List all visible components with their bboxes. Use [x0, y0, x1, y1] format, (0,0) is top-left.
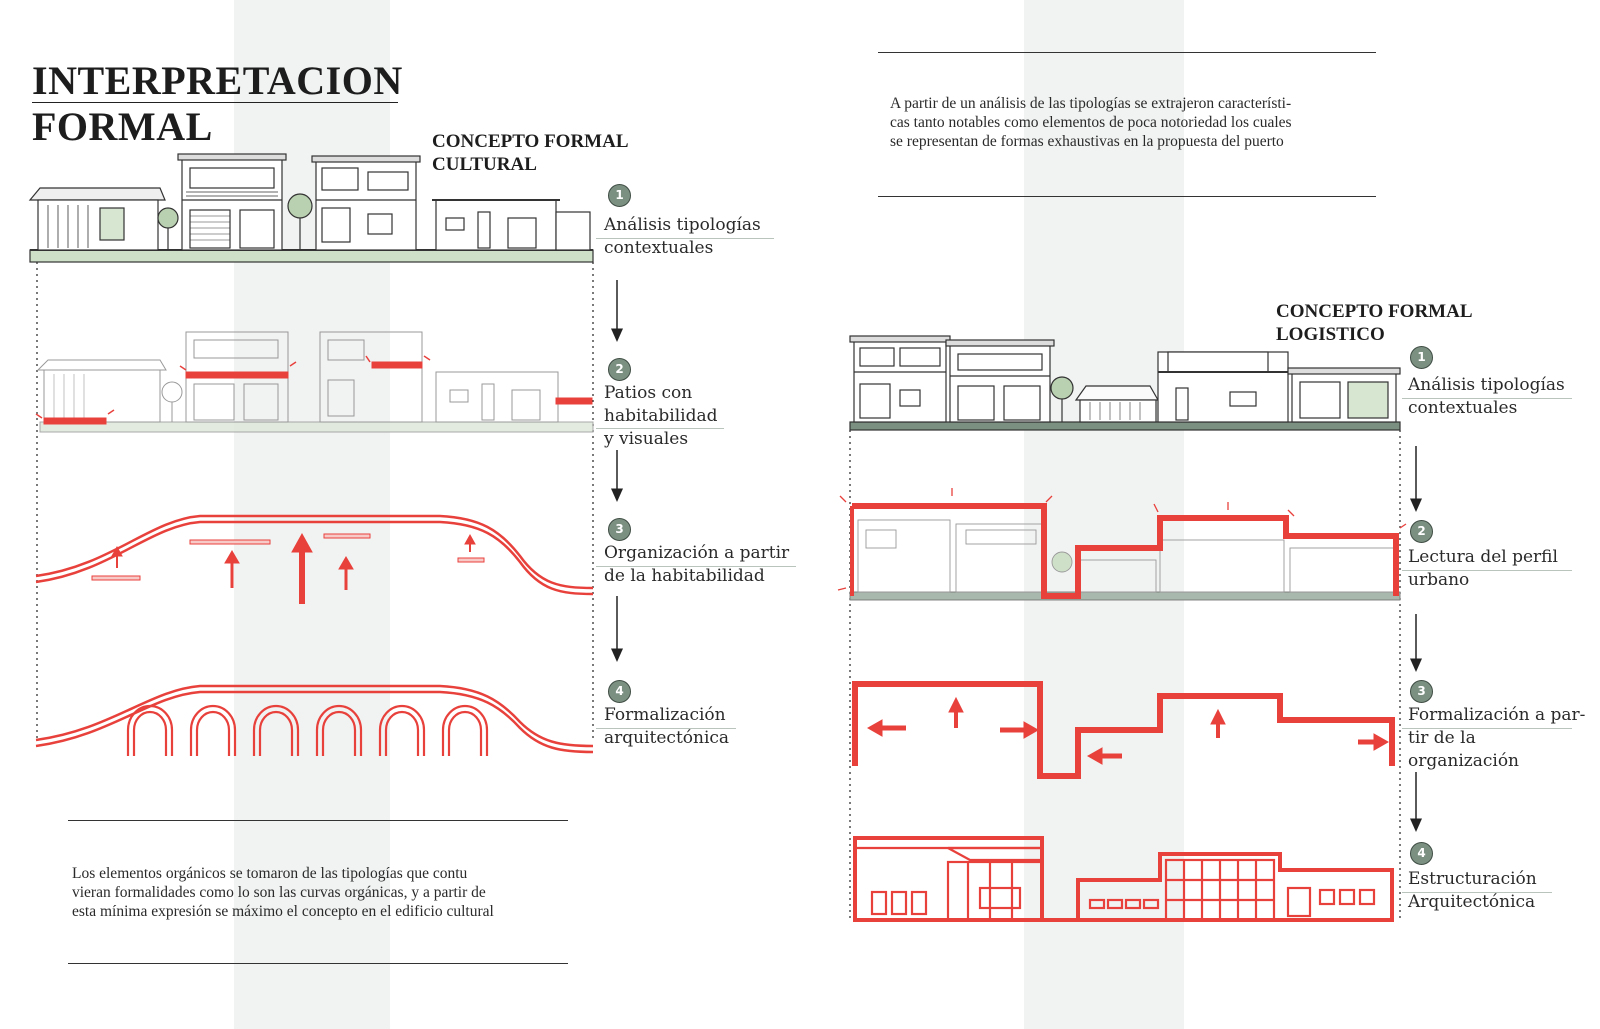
- cultural-habitability-arrows: [111, 532, 476, 604]
- cultural-step-3-label: Organización a partir de la habitabilida…: [604, 543, 790, 586]
- logistico-step-1-label: Análisis tipologías contextuales: [1408, 375, 1565, 418]
- cultural-step-1-underline: [596, 238, 774, 239]
- logistico-step-1-underline: [1402, 398, 1572, 399]
- title-underline: [32, 102, 398, 103]
- cultural-floating-patios: [91, 533, 485, 581]
- page-title-line2: FORMAL: [32, 104, 213, 149]
- logistico-elevation-2: [849, 519, 1401, 601]
- logistico-description-rule-top: [878, 52, 1376, 53]
- cultural-heading: CONCEPTO FORMAL CULTURAL: [432, 131, 629, 175]
- cultural-step-1-badge: 1: [608, 184, 631, 207]
- logistico-organization-outline: [852, 681, 1395, 779]
- logistico-step-3-underline: [1402, 728, 1572, 729]
- background-band-right: [1024, 0, 1184, 1029]
- cultural-arches: [126, 704, 489, 756]
- logistico-description-rule-bottom: [878, 196, 1376, 197]
- cultural-description: Los elementos orgánicos se tomaron de la…: [72, 865, 494, 920]
- cultural-step-3-badge: 3: [608, 518, 631, 541]
- logistico-structure: [853, 836, 1394, 922]
- cultural-step-3-underline: [596, 566, 796, 567]
- logistico-elevation-1: [849, 335, 1401, 431]
- logistico-step-2-underline: [1402, 570, 1572, 571]
- cultural-patio-highlights: [43, 361, 593, 425]
- logistico-step-3-label: Formalización a par- tir de la organizac…: [1408, 705, 1586, 771]
- cultural-elevation-2: [36, 331, 594, 433]
- cultural-step-4-label: Formalización arquitectónica: [604, 705, 730, 748]
- logistico-heading: CONCEPTO FORMAL LOGISTICO: [1276, 301, 1473, 345]
- cultural-step-1-label: Análisis tipologías contextuales: [604, 215, 761, 258]
- cultural-step-2-underline: [596, 428, 724, 429]
- logistico-profile-sparks: [837, 488, 1407, 591]
- logistico-step-2-label: Lectura del perfil urbano: [1408, 547, 1558, 590]
- logistico-profile-outline: [852, 503, 1399, 599]
- logistico-step-2-badge: 2: [1410, 520, 1433, 543]
- logistico-step-4-underline: [1402, 892, 1552, 893]
- cultural-description-rule-top: [68, 820, 568, 821]
- cultural-step-2-badge: 2: [608, 358, 631, 381]
- logistico-description: A partir de un análisis de las tipología…: [890, 95, 1292, 150]
- cultural-elevation-1: [28, 153, 594, 263]
- cultural-step-2-label: Patios con habitabilidad y visuales: [604, 383, 718, 449]
- cultural-patio-sparks: [35, 355, 431, 419]
- logistico-step-1-badge: 1: [1410, 346, 1433, 369]
- cultural-step-4-underline: [596, 728, 736, 729]
- cultural-step-4-badge: 4: [608, 680, 631, 703]
- cultural-description-rule-bottom: [68, 963, 568, 964]
- page-title: INTERPRETACION FORMAL: [32, 58, 403, 150]
- page-title-line1: INTERPRETACION: [32, 58, 403, 103]
- logistico-step-4-badge: 4: [1410, 842, 1433, 865]
- logistico-organization-arrows: [866, 696, 1390, 765]
- logistico-step-4-label: Estructuración Arquitectónica: [1408, 869, 1537, 912]
- cultural-arched-form: [35, 684, 594, 754]
- logistico-step-3-badge: 3: [1410, 680, 1433, 703]
